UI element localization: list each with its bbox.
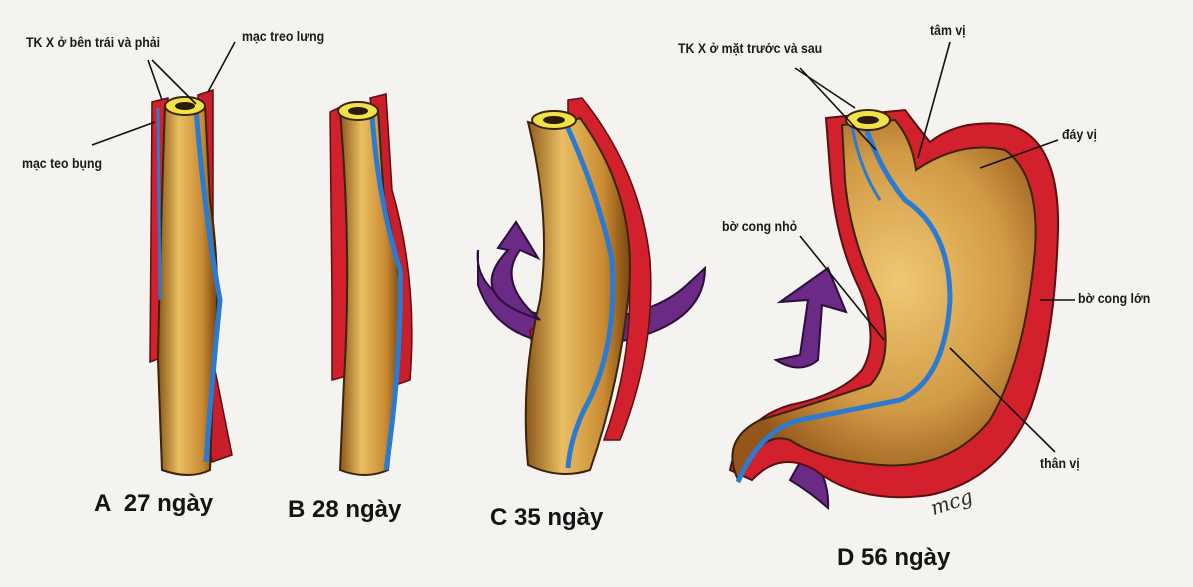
stage-c-body (524, 116, 631, 475)
leader-lesser-curvature (799, 235, 885, 341)
leader-vagus-lr-2 (151, 59, 197, 105)
stage-a-nerve-left (156, 107, 162, 301)
caption-stage-c: C 35 ngày (490, 504, 604, 531)
stage-a-nerve (193, 107, 223, 463)
leader-lines (91, 41, 1075, 453)
leader-cardia (917, 41, 951, 159)
label-body: thân vị (1040, 455, 1080, 471)
label-vagus-front-back: TK X ở mặt trước và sau (678, 40, 823, 56)
leader-vagus-lr-1 (147, 59, 163, 101)
leader-vagus-fb-2 (799, 67, 877, 151)
stage-b-tube (329, 93, 413, 476)
label-dorsal-mesentery: mạc treo lưng (242, 28, 325, 44)
stage-c-nerve (565, 126, 616, 469)
stage-d-stomach (728, 108, 1060, 511)
stage-a-tube (149, 88, 233, 476)
label-cardia: tâm vị (930, 22, 966, 38)
leader-body (949, 347, 1056, 453)
leader-fundus (979, 139, 1059, 169)
stage-d-turn-arrow (773, 266, 848, 369)
stage-a-lumen (175, 102, 195, 110)
leader-vagus-fb-1 (794, 67, 856, 109)
caption-stage-a: A 27 ngày (94, 490, 214, 517)
label-fundus: đáy vị (1062, 126, 1097, 142)
stage-b-lumen (348, 107, 368, 115)
label-lesser-curvature: bờ cong nhỏ (722, 218, 798, 234)
stage-d-lumen (857, 116, 879, 124)
leader-ventral-mesentery (91, 121, 156, 146)
stage-c-tube (476, 97, 707, 475)
stage-c-lumen (543, 116, 565, 124)
label-ventral-mesentery: mạc teo bụng (22, 155, 103, 171)
label-greater-curvature: bờ cong lớn (1078, 290, 1151, 306)
label-vagus-left-right: TK X ở bên trái và phải (26, 34, 161, 50)
stage-d-nerve (735, 124, 953, 483)
leader-dorsal-mesentery (207, 41, 236, 93)
stage-c-rotation-arrow-front (490, 220, 541, 321)
stage-d-nerve-rear (850, 125, 882, 201)
caption-stage-b: B 28 ngày (288, 496, 402, 523)
caption-stage-d: D 56 ngày (837, 544, 951, 571)
stage-b-nerve (369, 114, 403, 471)
stage-d-body (731, 118, 1037, 483)
